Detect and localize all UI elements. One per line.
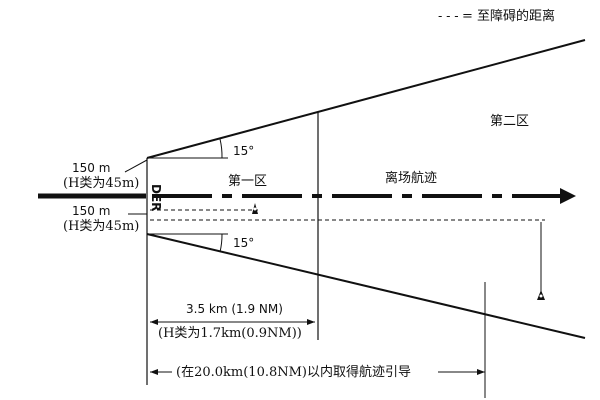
upper-width-value: 150 m	[72, 161, 110, 175]
dim-arrow-right-icon	[307, 319, 315, 325]
dim-arrow-right-icon	[477, 369, 485, 375]
obstacle-icon	[537, 290, 545, 300]
zone2-label: 第二区	[490, 114, 529, 129]
dim-arrow-left-icon	[150, 319, 158, 325]
obstacle-icon	[252, 203, 258, 214]
upper-width-note: (H类为45m)	[63, 176, 139, 191]
lower-width-note: (H类为45m)	[63, 219, 139, 234]
legend-dash-sample: - - -	[438, 9, 459, 23]
distance2-label: (在20.0km(10.8NM)以内取得航迹引导	[176, 364, 411, 380]
upper-angle-arc	[219, 138, 223, 159]
dim-arrow-left-icon	[150, 369, 158, 375]
upper-boundary	[146, 39, 586, 159]
der-label: DER	[149, 184, 163, 211]
lower-angle-arc	[219, 233, 223, 253]
legend-text: = 至障碍的距离	[462, 8, 555, 24]
arrowhead-icon	[560, 188, 576, 204]
distance1-note: (H类为1.7km(0.9NM))	[158, 326, 302, 341]
zone1-label: 第一区	[228, 174, 267, 189]
upper-angle-label: 15°	[233, 144, 254, 158]
lower-width-value: 150 m	[72, 204, 110, 218]
upper-width-leader	[124, 159, 148, 173]
distance1-value: 3.5 km (1.9 NM)	[186, 302, 283, 316]
track-label: 离场航迹	[385, 170, 437, 186]
lower-angle-label: 15°	[233, 236, 254, 250]
